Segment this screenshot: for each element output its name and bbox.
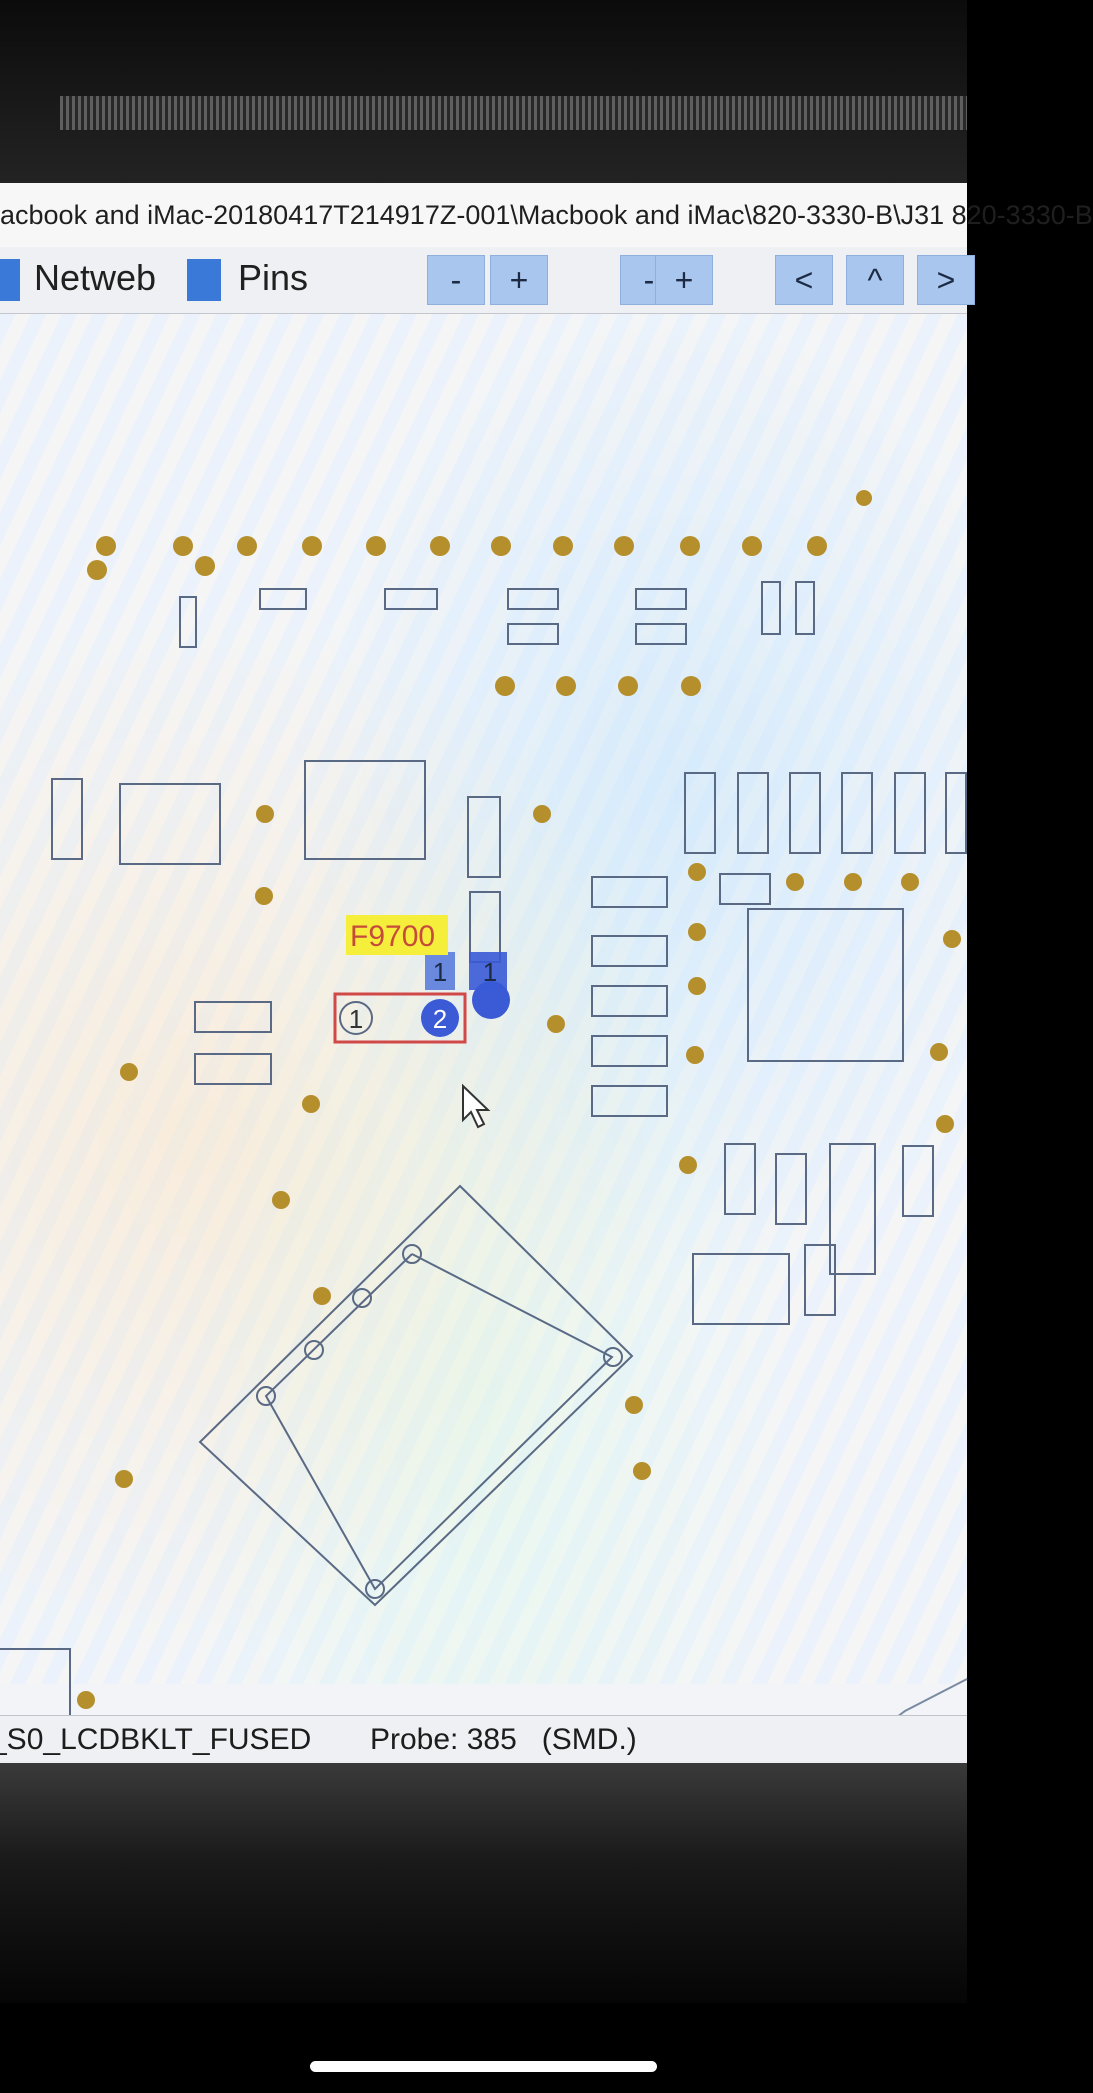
window-title-bar: acbook and iMac-20180417T214917Z-001\Mac…: [0, 183, 1093, 248]
zoom-out-button[interactable]: -: [427, 255, 485, 305]
pin-1-top-a-label: 1: [433, 957, 447, 987]
monitor-bezel-top: [0, 0, 967, 185]
board-drawing[interactable]: 1 2 1 1 F9700: [0, 314, 968, 1881]
status-probe-value: Probe: 385: [370, 1723, 517, 1756]
monitor-bottom-area: [0, 1763, 967, 2003]
window-title-path: acbook and iMac-20180417T214917Z-001\Mac…: [0, 200, 1093, 230]
nav-next-button[interactable]: >: [917, 255, 975, 305]
pad-row-top: [77, 490, 961, 1836]
pins-toggle[interactable]: Pins: [238, 257, 309, 298]
home-indicator[interactable]: [310, 2061, 657, 2072]
pin-1-top-b-label: 1: [483, 957, 497, 987]
part-designator-label: F9700: [350, 920, 435, 953]
status-part-type: (SMD.): [541, 1723, 637, 1756]
mouse-cursor-icon: [462, 1083, 491, 1129]
toolbar: Netweb Pins - + - + < ^ >: [0, 247, 975, 314]
board-view-canvas[interactable]: 1 2 1 1 F9700: [0, 314, 968, 1881]
status-probe: Probe: 385 (SMD.): [370, 1716, 637, 1764]
netweb-toggle[interactable]: Netweb: [34, 257, 157, 298]
status-net-name: _S0_LCDBKLT_FUSED: [0, 1723, 312, 1756]
app-screen: acbook and iMac-20180417T214917Z-001\Mac…: [0, 183, 1093, 1881]
selected-pin[interactable]: [472, 981, 510, 1019]
nav-prev-button[interactable]: <: [775, 255, 833, 305]
zoom-in-button[interactable]: +: [490, 255, 548, 305]
pin-2-label: 2: [433, 1004, 447, 1034]
status-bar: _S0_LCDBKLT_FUSED Probe: 385 (SMD.): [0, 1715, 967, 1764]
netweb-color-swatch[interactable]: [0, 259, 20, 301]
layer-plus-button[interactable]: +: [655, 255, 713, 305]
pins-color-swatch[interactable]: [187, 259, 221, 301]
f9700-component[interactable]: 1 2 1 1 F9700: [333, 915, 510, 1044]
bezel-grille: [60, 96, 967, 130]
pin-1-label: 1: [349, 1004, 363, 1034]
smd-components: [0, 581, 967, 1881]
nav-up-button[interactable]: ^: [846, 255, 904, 305]
ic-package-diamond: [198, 1184, 634, 1607]
